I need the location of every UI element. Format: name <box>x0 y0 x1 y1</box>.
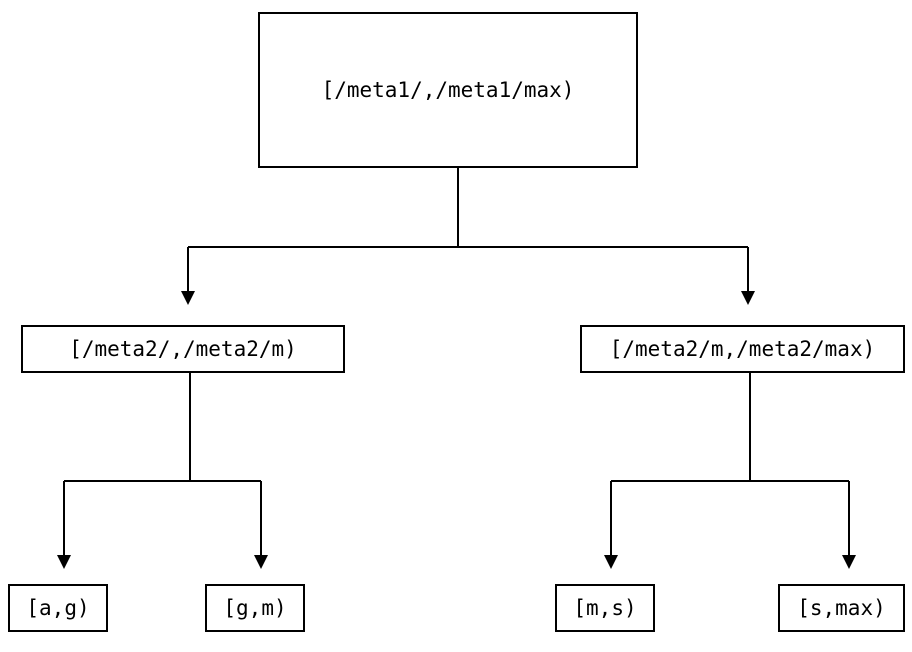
node-leaf-g-m[interactable]: [g,m) <box>205 584 305 632</box>
arrowhead-to-leaf-gm <box>254 555 268 569</box>
node-root[interactable]: [/meta1/,/meta1/max) <box>258 12 638 168</box>
node-leaf-m-s-label: [m,s) <box>573 595 637 620</box>
node-leaf-a-g[interactable]: [a,g) <box>8 584 108 632</box>
arrowhead-to-leaf-ag <box>57 555 71 569</box>
arrowhead-to-leaf-ms <box>604 555 618 569</box>
node-mid-right[interactable]: [/meta2/m,/meta2/max) <box>580 325 905 373</box>
node-leaf-m-s[interactable]: [m,s) <box>555 584 655 632</box>
node-mid-left[interactable]: [/meta2/,/meta2/m) <box>21 325 345 373</box>
arrowhead-to-leaf-smax <box>842 555 856 569</box>
node-mid-left-label: [/meta2/,/meta2/m) <box>69 336 297 361</box>
node-mid-right-label: [/meta2/m,/meta2/max) <box>609 336 876 361</box>
arrowhead-to-mid-right <box>741 291 755 305</box>
node-leaf-s-max[interactable]: [s,max) <box>778 584 905 632</box>
node-leaf-a-g-label: [a,g) <box>26 595 90 620</box>
node-leaf-g-m-label: [g,m) <box>223 595 287 620</box>
arrowhead-to-mid-left <box>181 291 195 305</box>
node-root-label: [/meta1/,/meta1/max) <box>321 77 575 102</box>
node-leaf-s-max-label: [s,max) <box>797 595 886 620</box>
